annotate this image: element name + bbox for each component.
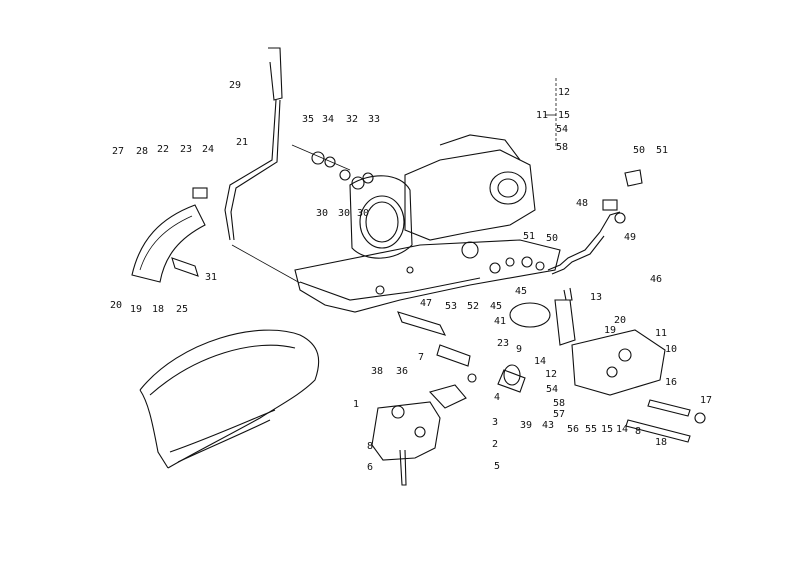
callout-15: 15 <box>601 424 613 435</box>
callout-2: 2 <box>492 439 498 450</box>
callout-18: 18 <box>655 437 667 448</box>
callout-17: 17 <box>700 395 712 406</box>
callout-43: 41 <box>494 316 506 327</box>
callout-48: 48 <box>576 198 588 209</box>
callout-37: 32 <box>346 114 358 125</box>
callout-16: 16 <box>665 377 677 388</box>
callout-31: 31 <box>205 272 217 283</box>
callout-3: 3 <box>492 417 498 428</box>
callout-40: 34 <box>322 114 334 125</box>
callout-29: 25 <box>176 304 188 315</box>
callout-39: 38 <box>371 366 383 377</box>
callout-47: 47 <box>420 298 432 309</box>
callout-25: 21 <box>236 137 248 148</box>
callout-32: 27 <box>112 146 124 157</box>
callout-6: 6 <box>367 462 373 473</box>
callout-26: 22 <box>157 144 169 155</box>
callout-10: 9 <box>516 344 522 355</box>
callout-52: 52 <box>467 301 479 312</box>
callout-44: 43 <box>542 420 554 431</box>
callout-58: 58 <box>553 398 565 409</box>
callout-45b: 45 <box>515 286 527 297</box>
callout-57: 57 <box>553 409 565 420</box>
callout-5: 5 <box>494 461 500 472</box>
callout-8b: 8 <box>635 426 641 437</box>
callout-24: 20 <box>110 300 122 311</box>
callout-56: 56 <box>567 424 579 435</box>
callout-14b: 14 <box>616 424 628 435</box>
callout-19: 19 <box>604 325 616 336</box>
callout-34: 29 <box>229 80 241 91</box>
callout-33: 28 <box>136 146 148 157</box>
diagram-linework <box>131 47 706 486</box>
bracket-prefix: 11 <box>536 110 548 121</box>
callout-45: 45 <box>490 301 502 312</box>
callout-4: 4 <box>494 392 500 403</box>
callout-51: 51 <box>523 231 535 242</box>
callout-28: 24 <box>202 144 214 155</box>
callout-50b: 50 <box>633 145 645 156</box>
callout-38: 33 <box>368 114 380 125</box>
callout-53: 53 <box>445 301 457 312</box>
callout-30: 30 <box>316 208 328 219</box>
bracket-item-12: 12 <box>558 87 570 98</box>
callout-13: 13 <box>590 292 602 303</box>
callout-49: 49 <box>624 232 636 243</box>
callout-21: 23 <box>497 338 509 349</box>
callout-20: 20 <box>614 315 626 326</box>
callout-12: 12 <box>545 369 557 380</box>
callout-labels: 29 21 27 28 22 23 24 31 20 19 18 25 35 3… <box>110 80 712 473</box>
bracket-item-54: 54 <box>556 124 568 135</box>
callout-51b: 51 <box>656 145 668 156</box>
bracket-item-58: 58 <box>556 142 568 153</box>
callout-8: 8 <box>367 441 373 452</box>
callout-50: 50 <box>546 233 558 244</box>
callout-41: 35 <box>302 114 314 125</box>
callout-36: 30 <box>338 208 350 219</box>
callout-1: 1 <box>353 399 359 410</box>
callout-11: 11 <box>655 328 667 339</box>
callout-7: 7 <box>418 352 424 363</box>
callout-22: 18 <box>152 304 164 315</box>
callout-35: 36 <box>396 366 408 377</box>
callout-27: 23 <box>180 144 192 155</box>
callout-54: 54 <box>546 384 558 395</box>
callout-42: 39 <box>520 420 532 431</box>
callout-55: 55 <box>585 424 597 435</box>
callout-9: 10 <box>665 344 677 355</box>
callout-30b: 30 <box>357 208 369 219</box>
callout-46: 46 <box>650 274 662 285</box>
callout-14: 14 <box>534 356 546 367</box>
callout-23: 19 <box>130 304 142 315</box>
bracket-item-15: 15 <box>558 110 570 121</box>
